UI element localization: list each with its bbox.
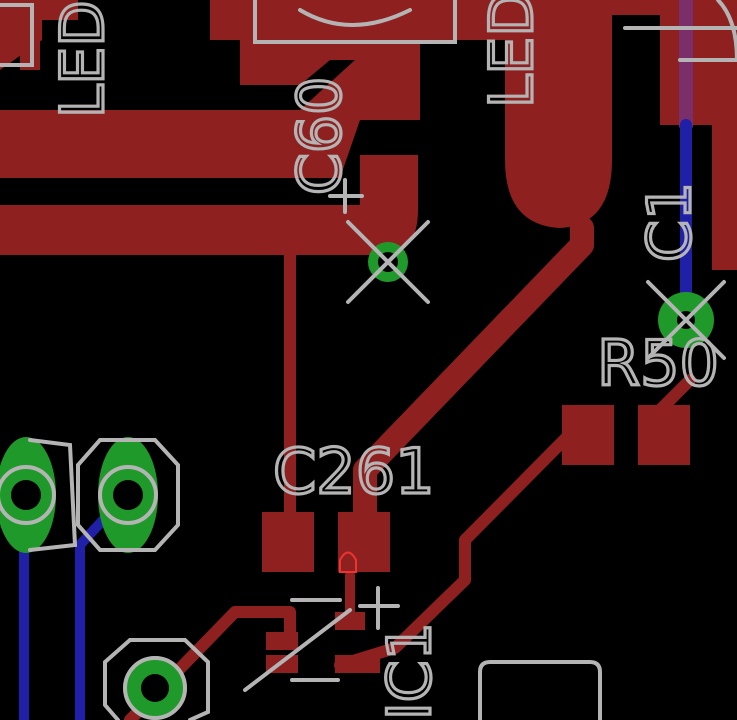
th-pad-left-1-outline <box>28 438 78 552</box>
label-c60: C60 <box>285 77 355 195</box>
trace-ic1-left[interactable] <box>124 606 296 720</box>
th-pad-left-2-outline <box>76 438 180 552</box>
ratsnest-line <box>243 608 352 692</box>
component-top-outline <box>253 0 457 44</box>
component-top-arc <box>298 8 412 27</box>
th-pad-left-1-ring <box>0 465 56 525</box>
label-led-left: LED <box>48 0 118 118</box>
label-c261: C261 <box>273 435 435 508</box>
th-pad-left-2-ring <box>98 465 158 525</box>
copper-pour-right-top[interactable] <box>612 0 737 270</box>
copper-pour-led-pad[interactable] <box>505 0 612 228</box>
label-ic1: IC1 <box>375 622 445 720</box>
via-1-cross <box>346 220 430 304</box>
via-ic1-outline <box>103 638 210 720</box>
origin-cross-c60 <box>328 178 364 214</box>
component-labels: C261 R50 C60 C1 LED LED IC1 <box>46 0 720 720</box>
c261-pad-1[interactable] <box>262 512 314 572</box>
trace-led-diagonal[interactable] <box>353 216 594 532</box>
r50-pad-2[interactable] <box>638 405 690 465</box>
copper-bus-lower[interactable] <box>0 155 418 255</box>
trace-r50-diagonal[interactable] <box>334 426 578 671</box>
ic1-pad-a[interactable] <box>266 632 298 650</box>
ic1-pad-c[interactable] <box>335 612 365 630</box>
c261-pad-2[interactable] <box>338 512 390 572</box>
top-traces <box>124 216 696 720</box>
component-bottom-right-outline <box>478 660 602 720</box>
label-r50: R50 <box>597 327 719 400</box>
via-c1-cross <box>646 280 726 360</box>
label-led-right: LED <box>477 0 547 108</box>
copper-bus-upper[interactable] <box>0 60 420 178</box>
ic1-pad-d[interactable] <box>335 655 380 673</box>
smd-pads <box>262 405 690 673</box>
led-left-outline <box>0 3 34 67</box>
r50-pad-1[interactable] <box>562 405 614 465</box>
via-ic1-ring <box>123 656 187 720</box>
origin-cross-ic1 <box>358 586 400 630</box>
copper-pour-upper-strip[interactable] <box>20 0 78 70</box>
c261-origin-marker <box>339 551 357 573</box>
label-c1: C1 <box>635 182 705 262</box>
